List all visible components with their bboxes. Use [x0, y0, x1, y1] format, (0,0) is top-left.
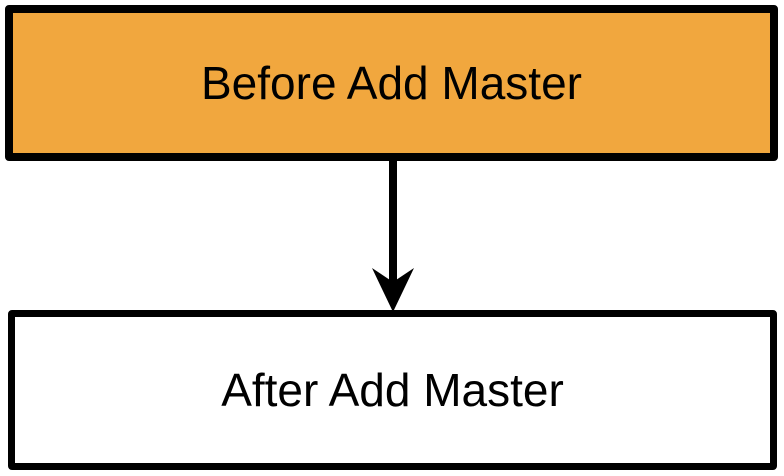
arrow-down-icon — [372, 161, 414, 312]
node-before-add-master-label: Before Add Master — [201, 57, 582, 109]
arrow-shaft — [389, 161, 397, 291]
node-after-add-master-label: After Add Master — [221, 364, 564, 416]
node-after-add-master: After Add Master — [8, 310, 777, 470]
node-before-add-master: Before Add Master — [5, 5, 778, 161]
arrow-head — [372, 268, 414, 312]
